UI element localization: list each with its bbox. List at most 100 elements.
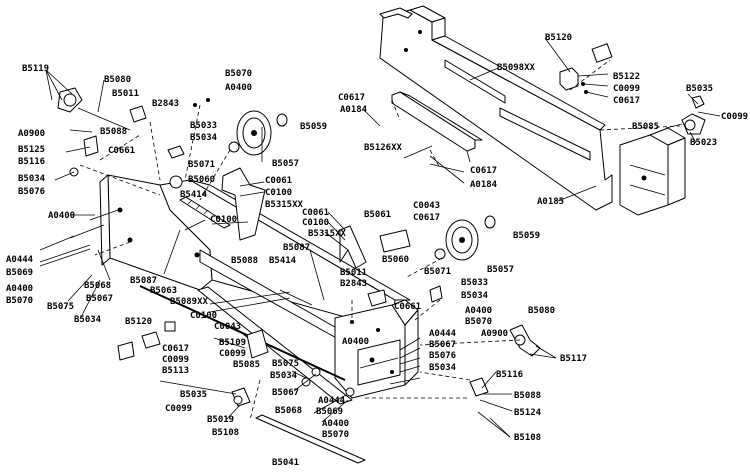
label-b5033-a: B5033 [190,121,217,131]
guard-left [221,167,266,241]
label-b5041: B5041 [272,458,299,468]
label-b5108-a: B5108 [212,428,239,438]
label-b5315xx-b: B5315XX [308,229,347,239]
label-b5414-a: B5414 [180,190,208,200]
label-b5057-a: B5057 [272,159,299,169]
label-c0100-a: C0100 [265,188,292,198]
label-b5315xx-a: B5315XX [265,200,304,210]
label-a0184-b: A0184 [470,180,498,190]
label-b5122: B5122 [613,72,640,82]
label-b5075-a: B5075 [47,302,74,312]
label-b5126xx: B5126XX [364,143,403,153]
label-b5070-a: B5070 [225,69,252,79]
label-a0444-a: A0444 [6,255,34,265]
label-c0100-d: C0100 [302,218,329,228]
label-b5080-b: B5080 [528,306,555,316]
label-a0400-e: A0400 [342,337,369,347]
label-a0400-b: A0400 [48,211,75,221]
label-a0444-c: A0444 [318,396,346,406]
label-a0400-d: A0400 [465,306,492,316]
label-c0099-e: C0099 [721,112,748,122]
label-b5034-c: B5034 [74,315,102,325]
label-b5034-a: B5034 [18,174,46,184]
label-c0661-a: C0661 [108,146,135,156]
left-bracket-parts [39,87,210,281]
label-b5060-b: B5060 [382,255,409,265]
label-c0099-b: C0099 [219,349,246,359]
label-c0617-c: C0617 [613,96,640,106]
label-b5088-c: B5088 [514,391,541,401]
label-b5011-b: B5011 [340,268,367,278]
label-b2843-b: B2843 [340,279,367,289]
label-c0617-a: C0617 [162,344,189,354]
label-b5087-a: B5087 [130,276,157,286]
label-a0400-f: A0400 [322,419,349,429]
label-a0184-a: A0184 [340,105,368,115]
label-b5076-a: B5076 [18,187,45,197]
label-b5034-d: B5034 [461,291,489,301]
label-b5067-a: B5067 [86,294,113,304]
label-b5085-b: B5085 [632,122,659,132]
label-c0061-a: C0061 [265,176,292,186]
label-b5023: B5023 [690,138,717,148]
label-c0617-d: C0617 [338,93,365,103]
center-brackets [164,225,443,359]
label-b5060-a: B5060 [188,175,215,185]
label-b5067-b: B5067 [429,340,456,350]
label-b5116: B5116 [18,157,45,167]
label-b5113: B5113 [162,366,189,376]
label-b5067-c: B5067 [272,388,299,398]
label-b5070-c: B5070 [465,317,492,327]
label-c0043-b: C0043 [413,201,440,211]
part-labels: B5119 B5080 B5011 A0900 B5088 B5125 B511… [6,33,748,468]
label-b5071-b: B5071 [424,267,451,277]
label-c0617-e: C0617 [470,166,497,176]
label-c0617-b: C0617 [413,213,440,223]
label-b5076-b: B5076 [429,351,456,361]
label-b5019: B5019 [207,415,234,425]
label-b5071-a: B5071 [188,160,215,170]
label-b5034-f: B5034 [270,371,298,381]
label-b5116-b: B5116 [496,370,523,380]
label-b5080: B5080 [104,75,131,85]
label-b5035-a: B5035 [180,390,207,400]
label-b5108-b: B5108 [514,433,541,443]
label-b5034-e: B5034 [429,363,457,373]
label-b5059-a: B5059 [300,122,327,132]
label-b5070-d: B5070 [322,430,349,440]
label-b5087-b: B5087 [283,243,310,253]
label-a0900-b: A0900 [481,329,508,339]
label-b5088: B5088 [100,127,127,137]
label-b5085-a: B5085 [233,360,260,370]
lower-left-parts [117,324,541,407]
label-b5034-b: B5034 [190,133,218,143]
label-a0185: A0185 [537,197,564,207]
label-b5088-b: B5088 [231,256,258,266]
dashed-guides [79,59,681,421]
label-b5098xx: B5098XX [497,63,536,73]
label-b5120-b: B5120 [545,33,572,43]
label-b5069-b: B5069 [316,407,343,417]
switch-box-upper [559,43,613,94]
upper-rail-assembly [379,5,686,216]
label-b5124: B5124 [514,408,542,418]
angle-bracket-b5126xx [391,91,483,163]
pulley-right [434,215,496,261]
label-b5119: B5119 [22,64,49,74]
label-c0099-d: C0099 [613,84,640,94]
label-a0400-c: A0400 [6,284,33,294]
label-b5089xx: B5089XX [170,297,209,307]
label-c0099-a: C0099 [162,355,189,365]
label-b2843-a: B2843 [152,99,179,109]
leader-lines [39,37,721,438]
label-a0444-b: A0444 [429,329,457,339]
label-c0100-c: C0100 [190,311,217,321]
label-c0661-b: C0661 [394,302,421,312]
label-b5109: B5109 [219,338,246,348]
label-b5059-b: B5059 [513,231,540,241]
label-a0400-a: A0400 [225,83,252,93]
label-b5033-b: B5033 [461,278,488,288]
label-b5068-a: B5068 [84,281,111,291]
label-b5414-b: B5414 [269,256,297,266]
